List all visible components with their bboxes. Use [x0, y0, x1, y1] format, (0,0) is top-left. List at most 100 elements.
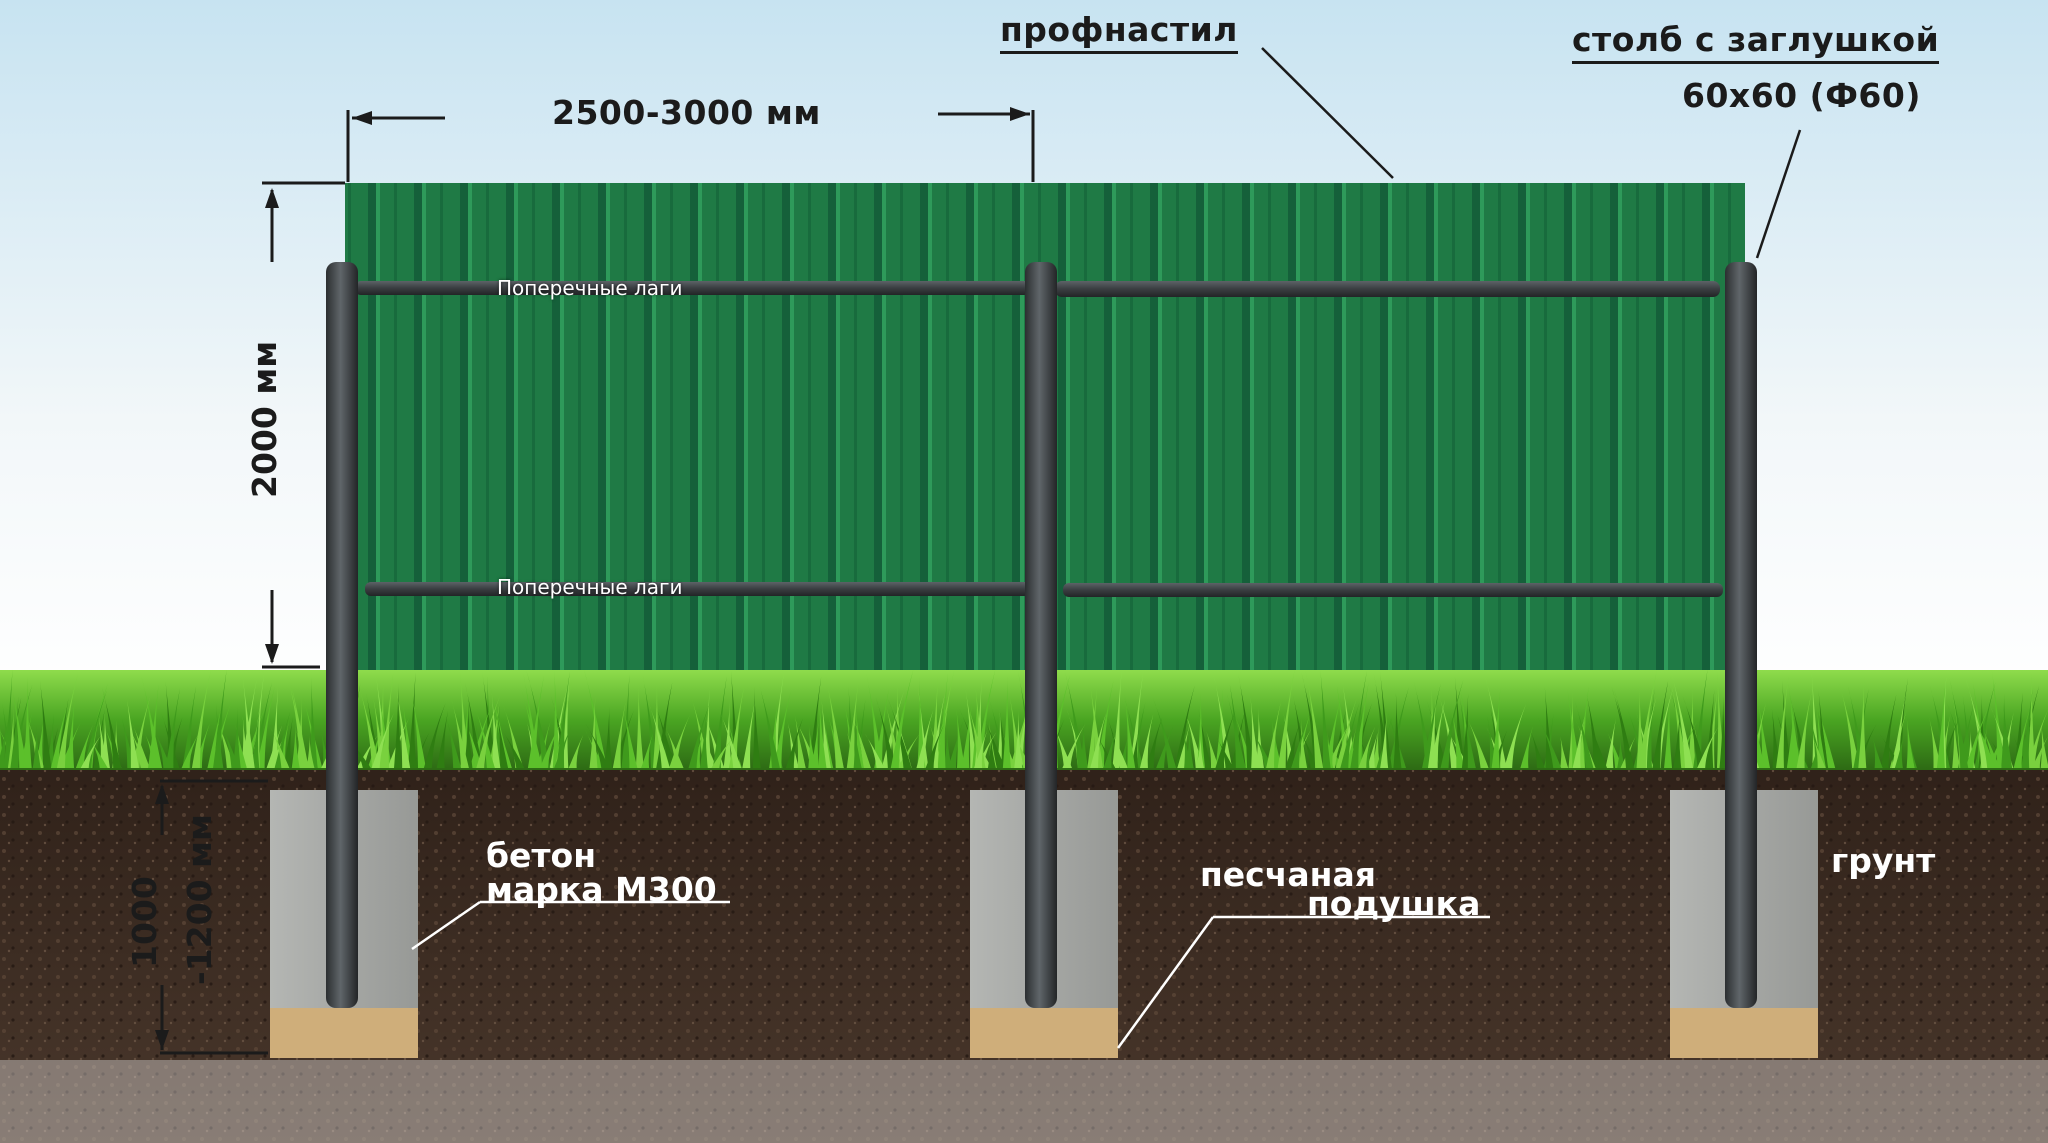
grass-blade: [1299, 718, 1308, 768]
grass-blade: [1872, 735, 1883, 768]
grass-blade: [965, 687, 979, 768]
grass-blade: [1858, 677, 1867, 768]
grass-blade: [1560, 736, 1569, 768]
grass-blade: [1277, 668, 1295, 768]
grass-blade: [1002, 676, 1011, 768]
label-soil: грунт: [1831, 841, 1936, 880]
grass-blade: [241, 716, 250, 768]
grass-blade: [283, 717, 293, 768]
grass-blade: [1450, 707, 1465, 768]
grass-blade: [1487, 716, 1498, 768]
grass-blade: [213, 670, 227, 768]
grass-blade: [46, 713, 55, 768]
grass-blade: [502, 731, 525, 768]
grass-blade: [148, 684, 159, 768]
grass-blade: [306, 735, 315, 768]
grass-blade: [1637, 670, 1657, 768]
grass-blade: [688, 701, 711, 768]
grass-blade: [80, 735, 102, 768]
grass-blade: [1340, 702, 1360, 768]
grass-blade: [1504, 703, 1527, 768]
grass-blade: [1087, 684, 1098, 768]
grass-blade: [181, 732, 200, 768]
grass-blade: [1757, 698, 1771, 768]
grass-blade: [357, 682, 380, 768]
label-concrete-line1: бетон: [486, 836, 597, 875]
grass-blade: [476, 695, 501, 768]
grass-blade: [35, 716, 45, 768]
grass-blade: [1537, 717, 1562, 768]
grass-blade: [1090, 713, 1107, 768]
grass-blade: [3, 669, 13, 768]
grass-blade: [1771, 709, 1781, 768]
grass-blade: [407, 672, 416, 768]
grass-blade: [1228, 675, 1244, 768]
grass-blade: [818, 695, 827, 768]
grass-blade: [423, 702, 446, 768]
lag-top-right: [1055, 281, 1720, 297]
grass-blade: [1156, 725, 1174, 768]
grass-blade: [1285, 721, 1301, 768]
grass-blade: [1145, 717, 1163, 768]
grass-blade: [39, 679, 52, 768]
grass-blade: [464, 699, 473, 768]
grass-blade: [1814, 698, 1836, 768]
grass-blade: [491, 692, 501, 768]
grass-blade: [1605, 718, 1616, 768]
grass-blade: [1775, 676, 1789, 768]
grass-blade: [956, 707, 965, 768]
grass-blade: [165, 688, 181, 768]
grass-blade: [242, 674, 255, 768]
grass-blade: [1183, 728, 1193, 768]
grass-blade: [289, 676, 309, 768]
grass-blade: [917, 677, 926, 768]
grass-blade: [1124, 695, 1136, 768]
label-lag-top: Поперечные лаги: [497, 276, 683, 300]
grass-blade: [1682, 695, 1706, 768]
grass-blade: [641, 733, 653, 768]
grass-blade: [402, 701, 414, 768]
grass-blade: [395, 683, 411, 768]
grass-blade: [527, 675, 545, 768]
grass-blade: [999, 710, 1010, 768]
grass-blade: [141, 676, 163, 768]
grass-blade: [1574, 700, 1594, 768]
grass-blade: [1266, 701, 1282, 768]
grass-blade: [1197, 691, 1206, 768]
grass-blade: [1177, 724, 1190, 768]
grass-blade: [1335, 697, 1357, 768]
grass-blade: [1062, 723, 1086, 768]
grass-blade: [1788, 682, 1801, 768]
grass-blade: [1576, 716, 1585, 768]
grass-blade: [1440, 679, 1464, 768]
grass-blade: [207, 706, 222, 768]
grass-blade: [83, 690, 108, 768]
grass-blade: [943, 727, 952, 768]
grass-blade: [1949, 678, 1969, 768]
grass-blade: [808, 724, 817, 768]
grass-blade: [444, 713, 462, 768]
grass-blade: [1095, 679, 1114, 768]
grass-blade: [251, 673, 265, 768]
grass-blade: [1812, 735, 1826, 768]
grass-blade: [1520, 725, 1533, 768]
grass-blade: [742, 701, 755, 768]
grass-blade: [1673, 710, 1682, 768]
grass-blade: [191, 670, 211, 768]
grass-blade: [937, 673, 948, 768]
grass-blade: [1291, 721, 1307, 768]
grass-blade: [1238, 673, 1256, 768]
grass-blade: [1697, 726, 1719, 768]
grass-blade: [1991, 669, 2006, 768]
grass-blade: [372, 692, 387, 768]
post-right: [1725, 262, 1757, 1008]
grass-blade: [1491, 687, 1501, 768]
grass-blade: [585, 723, 610, 768]
grass-blade: [752, 686, 761, 768]
grass-blade: [1484, 672, 1507, 768]
label-depth-line2: -1200 мм: [180, 814, 219, 985]
grass-blade: [1065, 671, 1086, 768]
grass-blade: [712, 676, 727, 768]
grass-blade: [1962, 695, 1974, 768]
lag-top-left: [355, 281, 1030, 295]
